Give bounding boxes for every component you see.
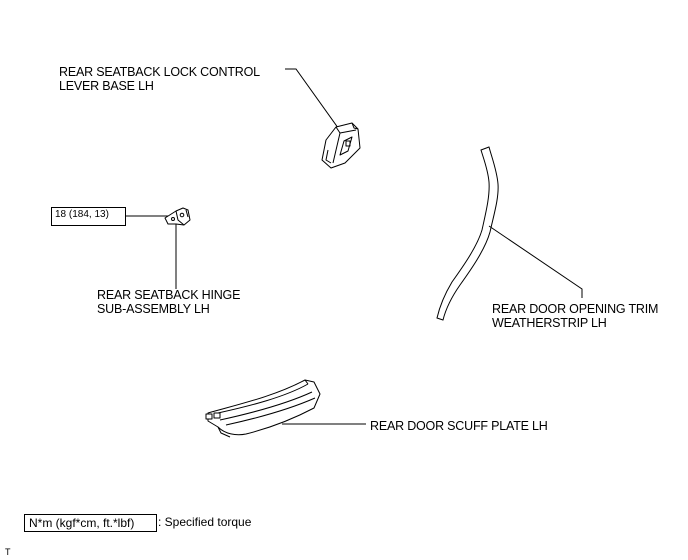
scuff-plate-part	[205, 379, 321, 438]
lock-lever-base-part	[321, 122, 361, 169]
corner-mark: T	[5, 547, 11, 557]
hinge-part	[164, 207, 191, 226]
label-lock-lever-base: REAR SEATBACK LOCK CONTROL LEVER BASE LH	[59, 65, 260, 93]
label-scuff-plate: REAR DOOR SCUFF PLATE LH	[370, 419, 548, 433]
torque-spec-box: 18 (184, 13)	[51, 207, 126, 226]
legend-description: : Specified torque	[158, 515, 252, 529]
label-weatherstrip: REAR DOOR OPENING TRIM WEATHERSTRIP LH	[492, 302, 659, 330]
leader-lock-lever-base	[285, 68, 342, 133]
legend-torque-unit-box: N*m (kgf*cm, ft.*lbf)	[24, 514, 157, 532]
label-hinge: REAR SEATBACK HINGE SUB-ASSEMBLY LH	[97, 288, 241, 316]
weatherstrip-part	[436, 146, 499, 321]
leader-weatherstrip	[488, 225, 583, 298]
